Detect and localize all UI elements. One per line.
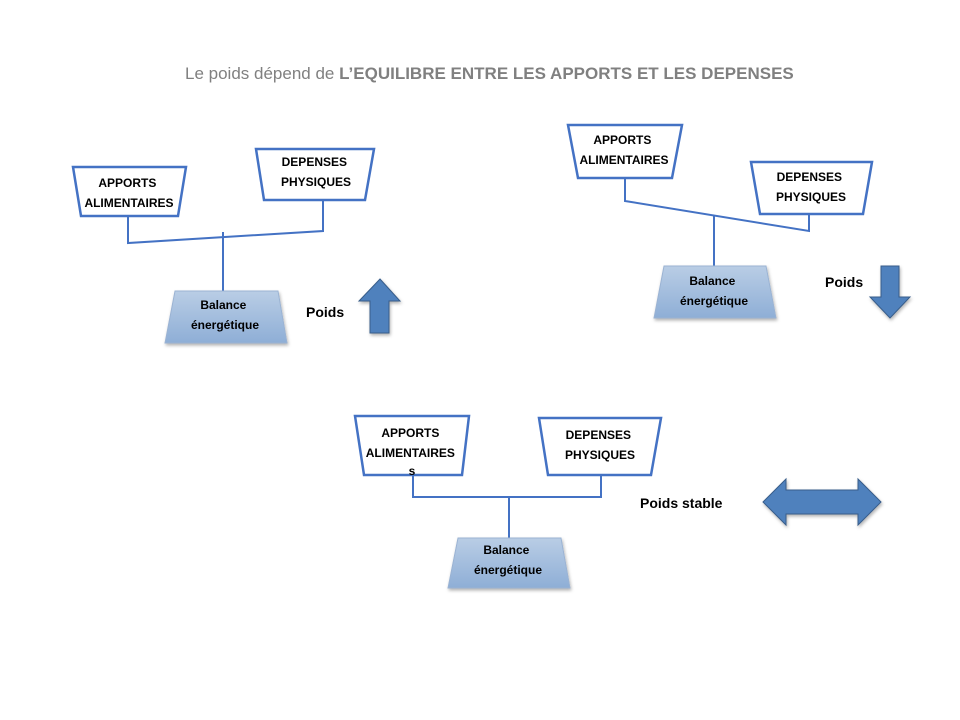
scale-beam xyxy=(624,178,810,233)
balance-base xyxy=(164,290,288,344)
apports-pan xyxy=(566,123,684,180)
page-title: Le poids dépend de L’EQUILIBRE ENTRE LES… xyxy=(185,64,794,83)
weight-label: Poids xyxy=(306,304,344,320)
depenses-label: DEPENSES PHYSIQUES xyxy=(281,155,351,189)
arrow-left-right-icon xyxy=(762,477,882,527)
weight-label: Poids xyxy=(825,274,863,290)
title-emphasis: L’EQUILIBRE ENTRE LES APPORTS ET LES DEP… xyxy=(339,64,794,83)
scale-beam xyxy=(127,201,324,245)
scale-gain: APPORTS ALIMENTAIRES DEPENSES PHYSIQUES … xyxy=(71,147,402,344)
scale-beam xyxy=(412,475,602,498)
apports-pan xyxy=(71,165,188,218)
balance-label: Balance énergétique xyxy=(680,274,748,308)
apports-pan xyxy=(353,414,471,477)
depenses-pan xyxy=(254,147,376,202)
balance-label: Balance énergétique xyxy=(191,298,259,332)
title-prefix: Le poids dépend de xyxy=(185,64,339,83)
depenses-pan xyxy=(749,160,874,216)
depenses-label: DEPENSES PHYSIQUES xyxy=(565,428,635,462)
depenses-label: DEPENSES PHYSIQUES xyxy=(776,170,846,204)
scale-stable: APPORTS ALIMENTAIRES s DEPENSES PHYSIQUE… xyxy=(353,414,882,589)
balance-label: Balance énergétique xyxy=(474,543,542,577)
apports-label: APPORTS ALIMENTAIRES s xyxy=(366,426,458,478)
balance-base xyxy=(653,265,777,319)
apports-label: APPORTS ALIMENTAIRES xyxy=(84,176,173,210)
weight-label: Poids stable xyxy=(640,495,723,511)
apports-label: APPORTS ALIMENTAIRES xyxy=(579,133,668,167)
depenses-pan xyxy=(537,416,663,477)
scale-loss: APPORTS ALIMENTAIRES DEPENSES PHYSIQUES … xyxy=(566,123,912,319)
balance-base xyxy=(447,537,571,589)
arrow-up-icon xyxy=(357,278,402,334)
arrow-down-icon xyxy=(868,265,912,319)
